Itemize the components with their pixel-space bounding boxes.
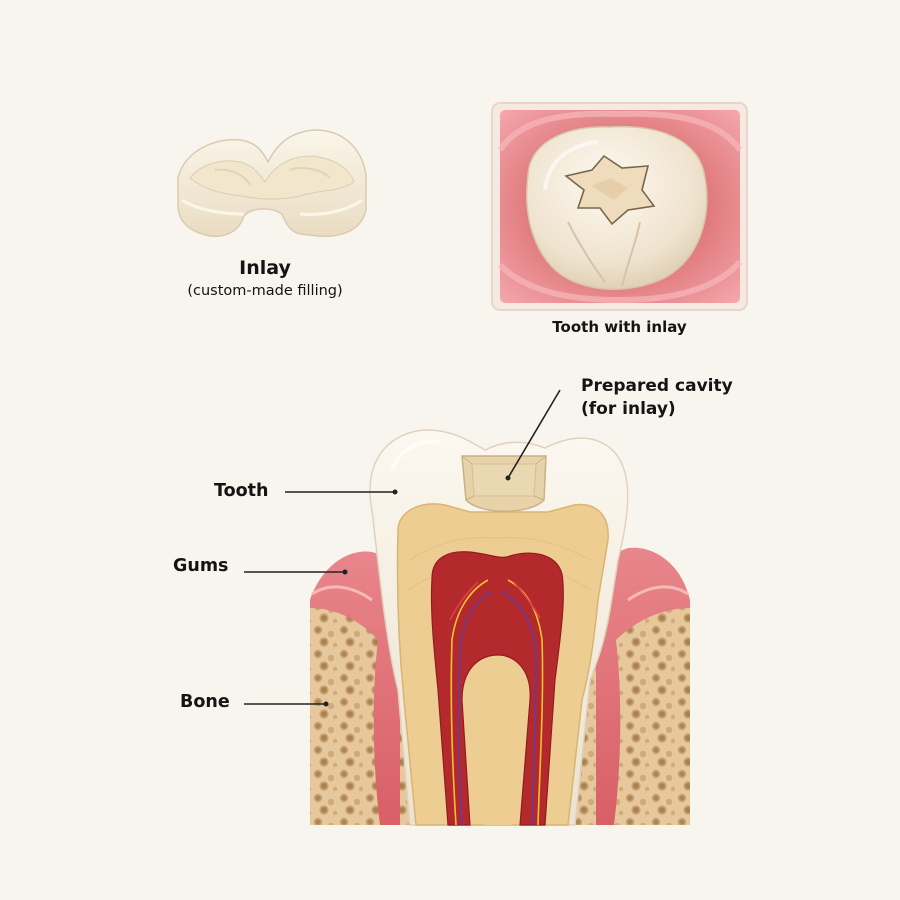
- gum-right: [596, 547, 690, 825]
- prepared-cavity-label-line2: (for inlay): [581, 399, 676, 419]
- tooth-cross-section-illustration: [244, 389, 690, 826]
- nerve-vessels: [449, 579, 544, 826]
- inlay-filling-illustration: [177, 129, 367, 237]
- gum-left: [310, 551, 400, 825]
- tooth-label: Tooth: [214, 481, 269, 501]
- inlay-subtitle: (custom-made filling): [187, 283, 343, 299]
- tooth-with-inlay-caption: Tooth with inlay: [552, 318, 687, 336]
- bone-label: Bone: [180, 692, 230, 712]
- tooth-top-view-illustration: [491, 102, 748, 311]
- inlay-title: Inlay: [239, 257, 291, 279]
- gums-label: Gums: [173, 556, 229, 576]
- prepared-cavity-label-line1: Prepared cavity: [581, 376, 733, 396]
- leader-lines: [244, 389, 561, 705]
- prepared-cavity-label: Prepared cavity (for inlay): [581, 375, 733, 421]
- pulp-illustration: [430, 551, 564, 826]
